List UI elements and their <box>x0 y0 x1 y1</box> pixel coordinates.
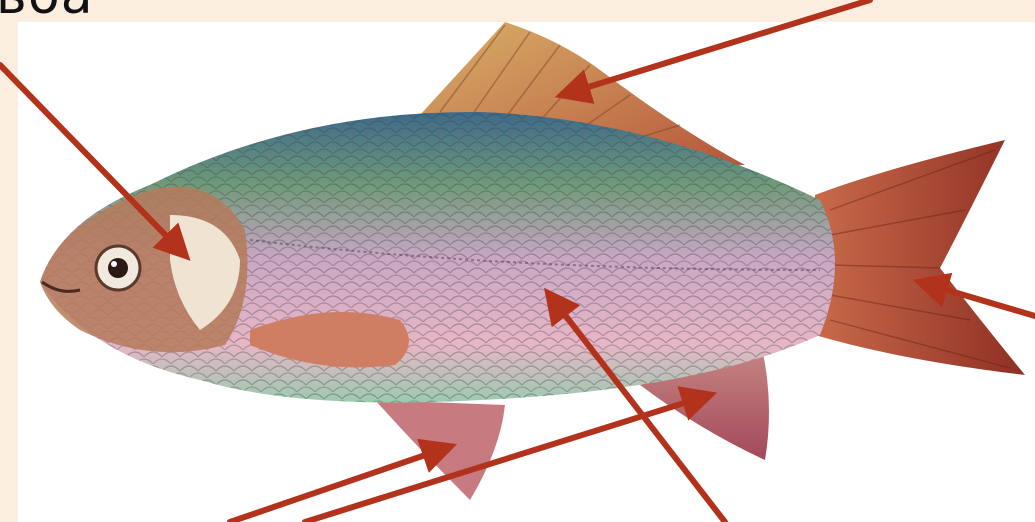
tail-fin <box>815 140 1025 375</box>
arrow-dorsal-fin <box>572 0 870 92</box>
